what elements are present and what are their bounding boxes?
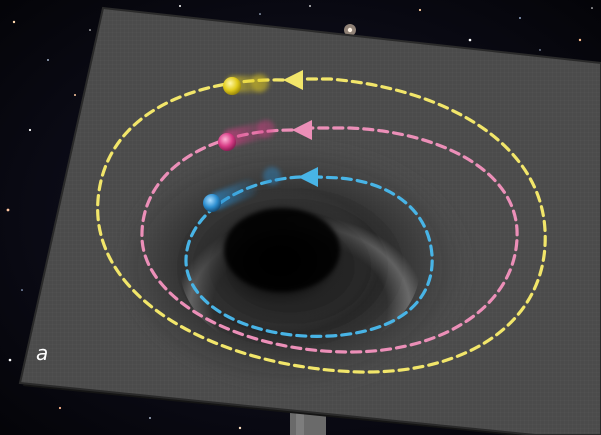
orbit-middle-arrow (292, 120, 312, 140)
orbit-paths (96, 77, 547, 374)
ball-inner-blue (203, 167, 281, 212)
orbit-arrows (283, 70, 318, 187)
orbiting-balls (203, 74, 281, 212)
orbit-inner (184, 175, 434, 338)
ball-middle-pink (218, 120, 275, 151)
orbit-outer (96, 77, 547, 374)
orbit-middle (140, 126, 519, 354)
panel-label: a (36, 341, 49, 365)
ball-outer-yellow (223, 74, 269, 95)
orbit-outer-arrow (283, 70, 303, 90)
orbit-inner-arrow (298, 167, 318, 187)
